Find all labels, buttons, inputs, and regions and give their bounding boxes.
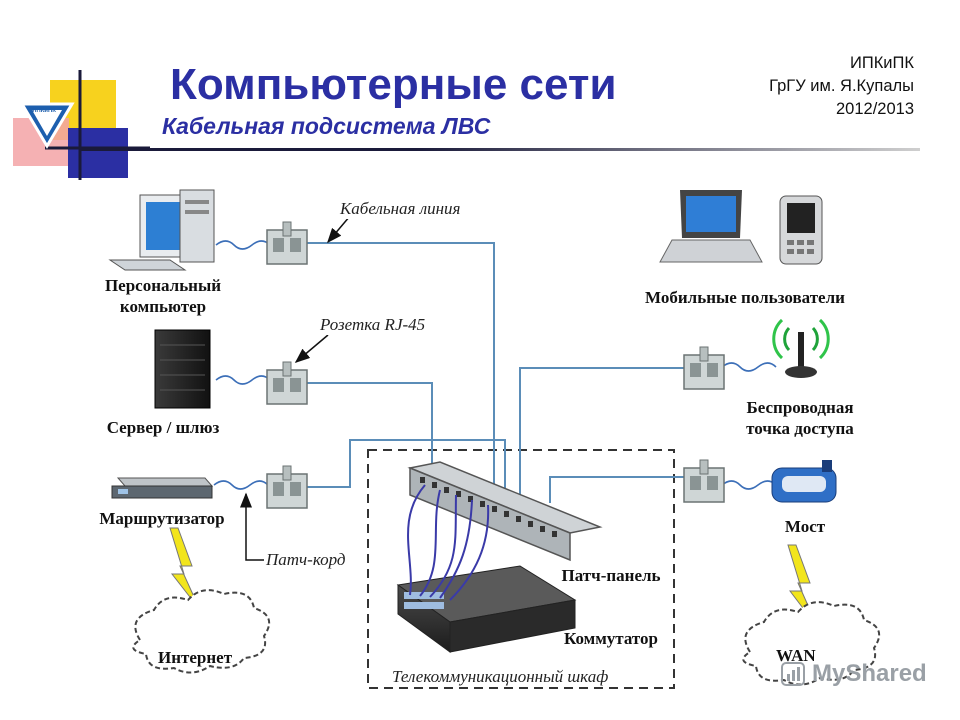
pc-label: Персональный компьютер bbox=[88, 275, 238, 317]
patch-panel-icon bbox=[407, 461, 603, 562]
bridge-icon bbox=[771, 460, 837, 503]
wireless-ap-label: Беспроводная точка доступа bbox=[720, 397, 880, 439]
rj45-sockets bbox=[266, 221, 725, 509]
bridge-label: Мост bbox=[784, 517, 826, 536]
mobile-users-label: Мобильные пользователи bbox=[645, 288, 845, 307]
institution-line-1: ИПКиПК bbox=[849, 54, 914, 72]
watermark-text: MyShared bbox=[812, 660, 927, 687]
lightning-left-icon bbox=[169, 527, 201, 611]
cable-runs bbox=[307, 242, 684, 503]
patch-cord-label: Патч-корд bbox=[264, 550, 348, 570]
wireless-ap-label-line-2: точка доступа bbox=[746, 419, 854, 438]
institution-line-3: 2012/2013 bbox=[836, 100, 914, 118]
institution-line-2: ГрГУ им. Я.Купалы bbox=[769, 77, 914, 95]
router-label: Маршрутизатор bbox=[99, 509, 225, 528]
page-subtitle: Кабельная подсистема ЛВС bbox=[162, 113, 491, 139]
cabinet-label: Телекоммуникационный шкаф bbox=[390, 667, 611, 687]
device-patch-cables bbox=[213, 240, 777, 490]
logo-text: ИПКиПК bbox=[32, 108, 56, 114]
server-label: Сервер / шлюз bbox=[106, 418, 220, 437]
cable-line-label: Кабельная линия bbox=[338, 199, 463, 219]
internet-cloud bbox=[132, 589, 271, 674]
watermark: MyShared bbox=[780, 660, 927, 688]
patch-cords bbox=[407, 484, 490, 601]
wireless-ap-label-line-1: Беспроводная bbox=[746, 398, 854, 417]
institution-block: ИПКиПК ГрГУ им. Я.Купалы 2012/2013 bbox=[769, 52, 914, 121]
pc-icon bbox=[108, 189, 215, 271]
patch-panel-label: Патч-панель bbox=[561, 566, 661, 585]
pc-label-line-2: компьютер bbox=[119, 297, 207, 316]
wan-cloud bbox=[742, 601, 881, 686]
mobile-phone-icon bbox=[779, 195, 823, 265]
watermark-logo-icon bbox=[781, 662, 805, 686]
laptop-icon bbox=[659, 190, 763, 263]
header-underline bbox=[80, 148, 920, 151]
wan-label: WAN bbox=[776, 646, 816, 665]
switch-label: Коммутатор bbox=[563, 629, 658, 648]
rj45-label: Розетка RJ-45 bbox=[318, 315, 428, 335]
label-arrows bbox=[240, 215, 351, 561]
router-icon bbox=[111, 477, 214, 499]
internet-label: Интернет bbox=[158, 648, 233, 667]
pc-label-line-1: Персональный bbox=[104, 276, 222, 295]
wireless-ap-icon bbox=[772, 318, 830, 378]
logo: ИПКиПК bbox=[10, 70, 150, 180]
page-title: Компьютерные сети bbox=[170, 60, 617, 109]
server-icon bbox=[154, 329, 211, 409]
